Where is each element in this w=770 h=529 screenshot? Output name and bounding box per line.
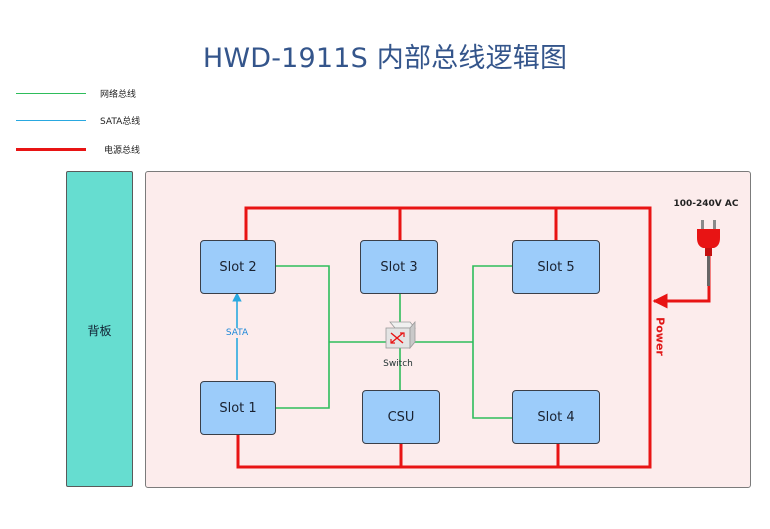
network-link-right bbox=[472, 265, 512, 419]
legend-power-line bbox=[16, 148, 86, 151]
network-link-left bbox=[276, 265, 330, 409]
power-input-label: 100-240V AC bbox=[673, 199, 739, 209]
backplane-label: 背板 bbox=[87, 324, 112, 338]
csu-module[interactable]: CSU bbox=[362, 390, 440, 444]
legend-power-label: 电源总线 bbox=[104, 146, 141, 156]
slot-5[interactable]: Slot 5 bbox=[512, 240, 600, 294]
power-loop bbox=[236, 206, 652, 469]
sata-label: SATA bbox=[222, 328, 252, 338]
power-bus bbox=[236, 206, 652, 469]
slot-1[interactable]: Slot 1 bbox=[200, 381, 276, 435]
power-plug-icon bbox=[697, 220, 720, 286]
page-title: HWD-1911S 内部总线逻辑图 bbox=[202, 43, 568, 74]
power-input-line bbox=[652, 255, 711, 309]
legend-sata-label: SATA总线 bbox=[100, 117, 141, 127]
slot-4[interactable]: Slot 4 bbox=[512, 390, 600, 444]
switch-label: Switch bbox=[383, 359, 413, 369]
slot-3[interactable]: Slot 3 bbox=[360, 240, 438, 294]
legend-network-line bbox=[16, 93, 86, 94]
slot-2[interactable]: Slot 2 bbox=[200, 240, 276, 294]
backplane: 背板 bbox=[66, 171, 133, 487]
legend-sata-line bbox=[16, 120, 86, 121]
switch-icon bbox=[385, 320, 416, 350]
legend-network-label: 网络总线 bbox=[100, 90, 137, 100]
power-bus-label: Power bbox=[653, 317, 667, 356]
